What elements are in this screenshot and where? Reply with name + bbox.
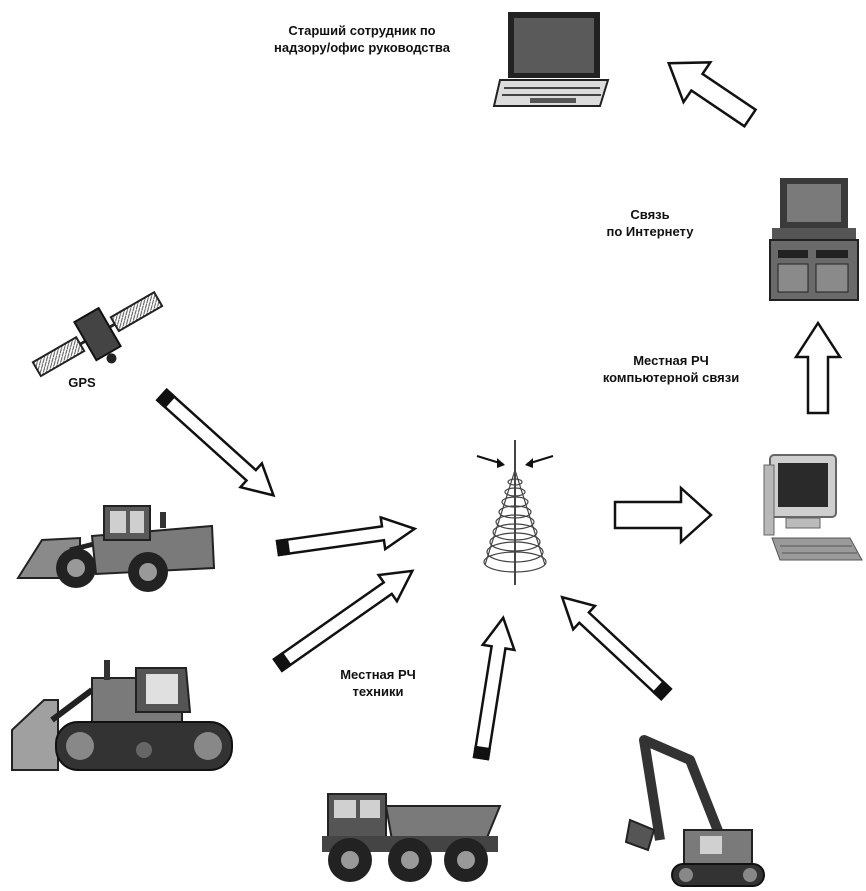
gps-label: GPS	[68, 375, 96, 390]
excavator-icon	[624, 735, 765, 887]
local-rf-computer-label: Местная РЧ компьютерной связи	[602, 353, 740, 385]
arrow-dump-truck	[472, 615, 517, 761]
computer-workstation-icon	[763, 454, 863, 561]
dump-truck-icon	[322, 793, 502, 882]
wheel-loader-icon	[16, 505, 216, 592]
arrow-excavator	[560, 595, 673, 701]
arrow-to-terminal	[793, 320, 843, 415]
arrow-loader	[275, 515, 418, 557]
arrow-bulldozer	[272, 569, 415, 673]
arrow-tower-to-computer	[613, 485, 713, 545]
arrow-gps	[155, 388, 276, 498]
gps-satellite-icon	[31, 290, 164, 378]
local-rf-machines-label: Местная РЧ техники	[340, 667, 416, 699]
internet-link-label: Связь по Интернету	[606, 207, 694, 239]
senior-staff-label: Старший сотрудник по надзору/офис руково…	[274, 23, 450, 55]
arrow-to-laptop	[666, 61, 758, 129]
radio-tower-icon	[476, 440, 554, 585]
bulldozer-icon	[11, 660, 233, 771]
desktop-terminal-icon	[769, 178, 859, 301]
laptop-icon	[492, 12, 610, 107]
